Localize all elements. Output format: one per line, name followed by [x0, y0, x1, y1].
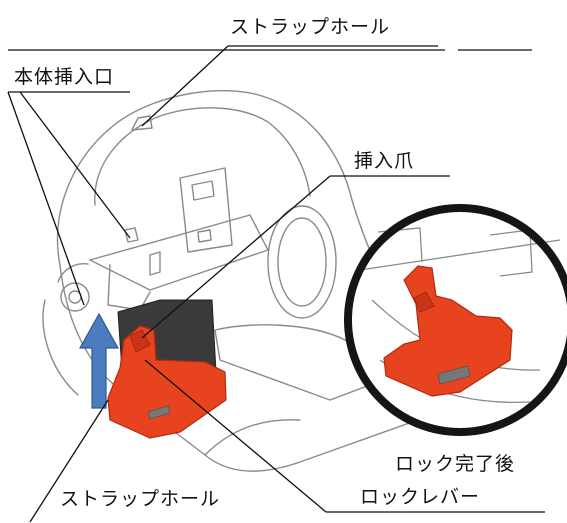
top-strap-hole [131, 115, 153, 131]
label-lock-lever: ロックレバー [360, 486, 481, 508]
label-insert-claw: 挿入爪 [354, 150, 415, 172]
left-strap-ring [60, 282, 90, 312]
up-arrow-icon [78, 312, 120, 409]
lever-grip-slot [147, 405, 171, 420]
body-insert-port-frame [89, 214, 269, 291]
label-body-insert-port: 本体挿入口 [14, 66, 115, 88]
leader-insert-claw [141, 175, 450, 339]
label-lock-complete: ロック完了後 [395, 453, 516, 475]
top-dome-outline [94, 107, 311, 206]
leader-strap-hole-bottom [29, 399, 109, 523]
leader-lock-lever [144, 359, 545, 513]
lock-lever [107, 325, 227, 439]
leader-strap-hole-top [141, 45, 438, 127]
zoom-detail-circle [344, 204, 567, 436]
label-strap-hole-bottom: ストラップホール [60, 488, 221, 510]
leader-body-insert-port [7, 91, 131, 306]
zoom-ring [344, 204, 567, 436]
label-strap-hole-top: ストラップホール [230, 16, 391, 38]
side-port-outline [267, 205, 337, 319]
back-clip-outline [179, 167, 233, 253]
